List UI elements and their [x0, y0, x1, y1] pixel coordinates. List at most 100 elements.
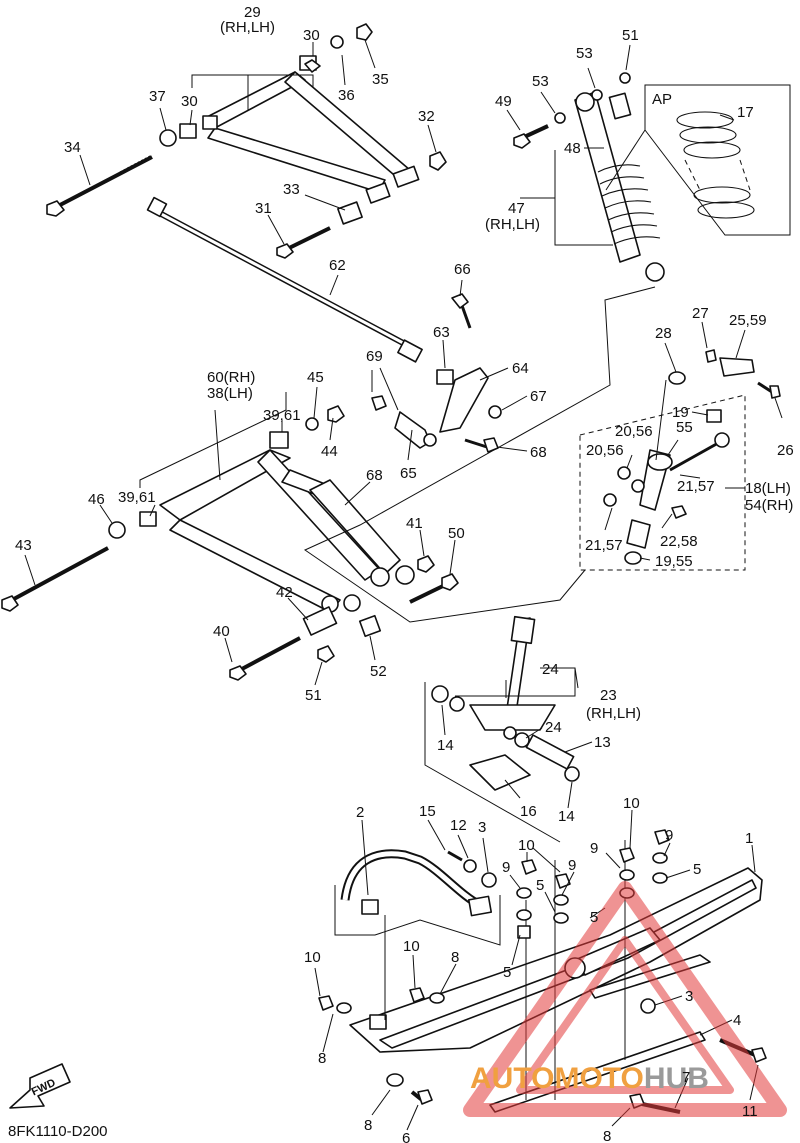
callout: 24	[542, 661, 559, 678]
inset-label: AP	[652, 91, 672, 108]
callout: 3	[478, 819, 486, 836]
callout: 8	[451, 949, 459, 966]
watermark-hub: HUB	[644, 1062, 709, 1095]
callout: 68	[530, 444, 547, 461]
front-suspension-arm	[159, 23, 447, 204]
callout: 19,55	[655, 553, 693, 570]
callout: 51	[622, 27, 639, 44]
callout: 26	[777, 442, 794, 459]
leader-lines	[24, 39, 783, 1131]
callout: 66	[454, 261, 471, 278]
callout: 5	[693, 861, 701, 878]
callout: 7	[682, 1069, 690, 1086]
callout: 8	[364, 1117, 372, 1134]
callout: 19	[672, 404, 689, 421]
ski-linkage-group	[303, 286, 781, 623]
callout: 11	[742, 1103, 758, 1120]
callout: 4	[733, 1012, 741, 1029]
shock-absorber-47	[513, 72, 665, 282]
callout: 12	[450, 817, 467, 834]
callout: 18(LH)	[745, 480, 791, 497]
callout: 20,56	[586, 442, 624, 459]
bolt-40-collar-42	[229, 606, 382, 681]
automotohub-watermark: AUTOMOTOHUB	[463, 881, 787, 1117]
callout: 39,61	[118, 489, 156, 506]
callout: 51	[305, 687, 322, 704]
callout: 13	[594, 734, 611, 751]
bracket-64-group	[371, 293, 502, 453]
callout: 10	[623, 795, 640, 812]
callout: 6	[402, 1130, 410, 1143]
svg-text:AUTOMOTOHUB: AUTOMOTOHUB	[470, 1062, 709, 1095]
callout: 39,61	[263, 407, 301, 424]
callout: 48	[564, 140, 581, 157]
callout: 23	[600, 687, 617, 704]
callout: 47	[508, 200, 525, 217]
callout: 53	[532, 73, 549, 90]
callout: 8	[318, 1050, 326, 1067]
callout: 32	[418, 108, 435, 125]
callout: 29	[244, 4, 261, 21]
callout: 33	[283, 181, 300, 198]
callout: 63	[433, 324, 450, 341]
bolt-34	[46, 155, 153, 217]
callout: 10	[518, 837, 535, 854]
callout: 8	[603, 1128, 611, 1143]
bolt-50-nut-41	[409, 555, 459, 604]
callout: 25,59	[729, 312, 767, 329]
callout: 24	[545, 719, 562, 736]
callout: 2	[356, 804, 364, 821]
callout: (RH,LH)	[485, 216, 540, 233]
callout: 1	[745, 830, 753, 847]
callout: 10	[304, 949, 321, 966]
callout: 45	[307, 369, 324, 386]
callout: 5	[590, 909, 598, 926]
callout: 55	[676, 419, 693, 436]
callout: 62	[329, 257, 346, 274]
callout: 21,57	[677, 478, 715, 495]
callout: 35	[372, 71, 389, 88]
callout: 15	[419, 803, 436, 820]
callout: 9	[665, 827, 673, 844]
callout: 67	[530, 388, 547, 405]
callout: 36	[338, 87, 355, 104]
callout: 22,58	[660, 533, 698, 550]
callout: 30	[181, 93, 198, 110]
callout: 21,57	[585, 537, 623, 554]
callout: 10	[403, 938, 420, 955]
callout: 64	[512, 360, 529, 377]
callout: 54(RH)	[745, 497, 793, 514]
callout: 20,56	[615, 423, 653, 440]
callout: 27	[692, 305, 709, 322]
callout: 38(LH)	[207, 385, 253, 402]
callout: 50	[448, 525, 465, 542]
fwd-arrow-icon: FWD	[9, 1063, 71, 1109]
callout: 5	[503, 964, 511, 981]
callout: 31	[255, 200, 272, 217]
callout: 28	[655, 325, 672, 342]
callout: 40	[213, 623, 230, 640]
collar-33-bolt-31	[276, 201, 363, 259]
callout: 30	[303, 27, 320, 44]
callout: 53	[576, 45, 593, 62]
callout: 43	[15, 537, 32, 554]
callout: 14	[437, 737, 454, 754]
callout-labels: 29 (RH,LH) 30 30 35 36 37 32 34 33 31 62…	[15, 4, 794, 1143]
callout: 34	[64, 139, 81, 156]
rear-suspension-arm	[108, 405, 415, 613]
callout: 42	[276, 584, 293, 601]
callout: 14	[558, 808, 575, 825]
callout: (RH,LH)	[586, 705, 641, 722]
callout: 9	[502, 859, 510, 876]
callout: 37	[149, 88, 166, 105]
spring-inset-ap: AP	[605, 84, 791, 236]
callout: 9	[568, 857, 576, 874]
callout: 49	[495, 93, 512, 110]
callout: 5	[536, 877, 544, 894]
diagram-code: 8FK1110-D200	[8, 1123, 108, 1140]
callout: 60(RH)	[207, 369, 255, 386]
callout: 69	[366, 348, 383, 365]
callout: 46	[88, 491, 105, 508]
ski-handle-2	[334, 849, 501, 1030]
